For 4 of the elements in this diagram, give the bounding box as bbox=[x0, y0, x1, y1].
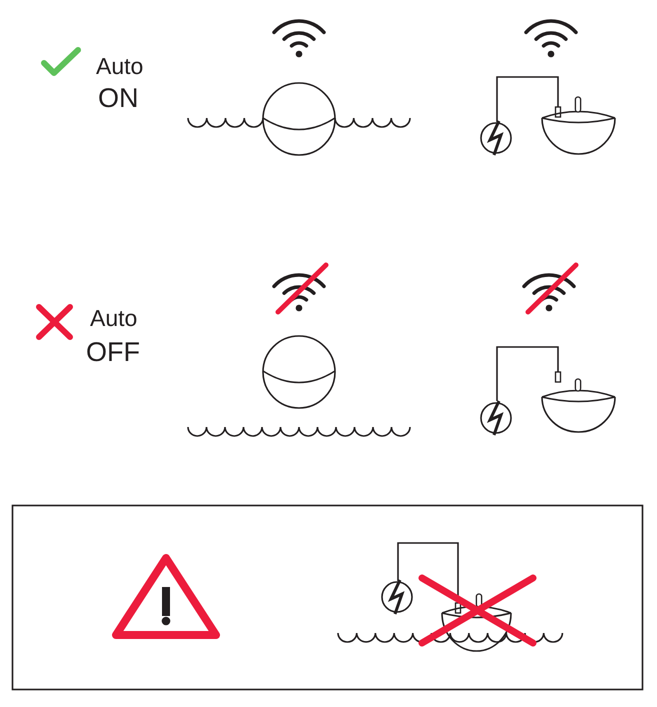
mode-label: Auto bbox=[96, 55, 144, 78]
mode-label: Auto bbox=[90, 307, 138, 330]
status-label: ON bbox=[98, 84, 138, 112]
status-label: OFF bbox=[86, 338, 140, 366]
